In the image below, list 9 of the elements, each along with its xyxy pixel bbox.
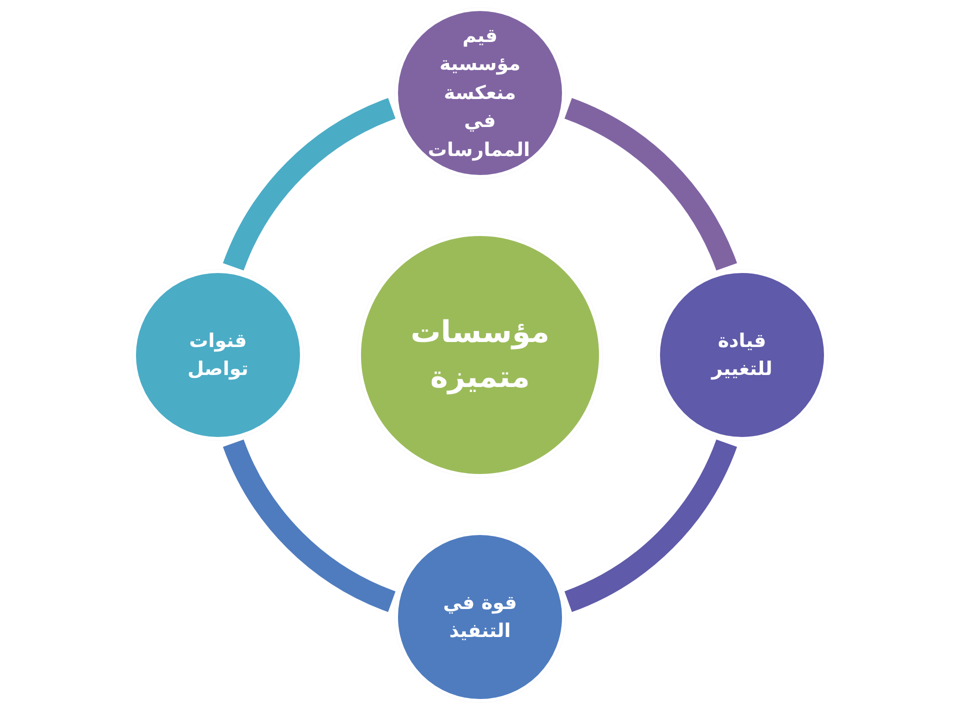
node-label: قوة في التنفيذ <box>442 590 518 644</box>
node-label: قيادة للتغيير <box>710 328 774 382</box>
node-label: مؤسسات متميزة <box>410 314 550 397</box>
ring-segment <box>564 98 737 272</box>
ring-segment <box>223 438 396 612</box>
node-label: قيم مؤسسية منعكسة في الممارسات <box>430 24 530 163</box>
ring-segment <box>564 438 737 612</box>
ring-segment <box>223 98 396 272</box>
node-label: قنوات تواصل <box>186 328 250 382</box>
